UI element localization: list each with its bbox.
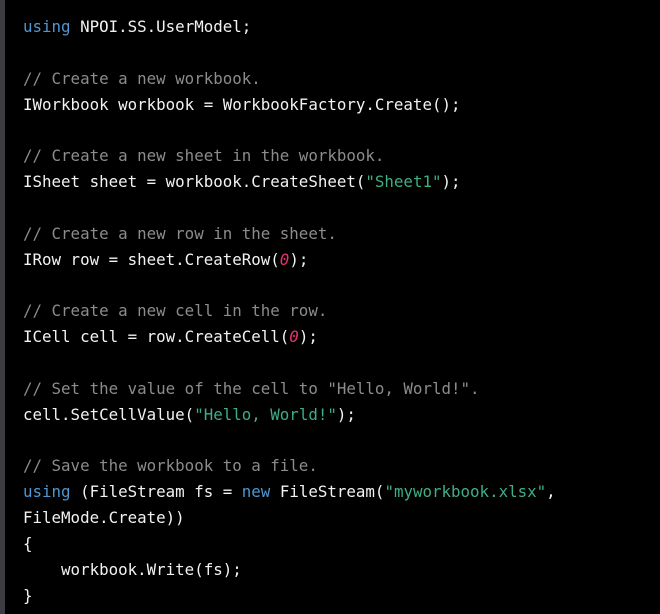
- code-text: (FileStream fs =: [70, 482, 242, 502]
- code-line: // Create a new cell in the row.: [23, 298, 556, 324]
- code-line: IRow row = sheet.CreateRow(0);: [23, 247, 556, 273]
- code-text: IRow row = sheet.CreateRow(: [23, 249, 280, 269]
- comment-token: // Create a new row in the sheet.: [23, 223, 337, 243]
- left-border: [0, 0, 5, 614]
- number-literal: 0: [289, 327, 299, 347]
- blank-line: [23, 195, 556, 221]
- blank-line: [23, 272, 556, 298]
- code-line: workbook.Write(fs);: [23, 557, 556, 583]
- code-text: {: [23, 533, 33, 553]
- comment-token: // Create a new workbook.: [23, 68, 261, 88]
- code-text: );: [289, 249, 309, 269]
- blank-line: [23, 117, 556, 143]
- code-line: }: [23, 583, 556, 609]
- string-literal: "Hello, World!": [194, 404, 337, 424]
- code-line: // Create a new row in the sheet.: [23, 221, 556, 247]
- keyword-token: new: [241, 482, 271, 502]
- code-text: workbook.Write(fs);: [23, 559, 242, 579]
- code-line: ICell cell = row.CreateCell(0);: [23, 324, 556, 350]
- code-text: ,: [546, 482, 556, 502]
- code-line: // Set the value of the cell to "Hello, …: [23, 376, 556, 402]
- code-text: );: [336, 404, 356, 424]
- code-text: }: [23, 585, 33, 605]
- code-line: ISheet sheet = workbook.CreateSheet("She…: [23, 169, 556, 195]
- string-literal: "myworkbook.xlsx": [384, 482, 547, 502]
- comment-token: // Save the workbook to a file.: [23, 456, 318, 476]
- code-line: using (FileStream fs = new FileStream("m…: [23, 479, 556, 505]
- code-text: );: [441, 172, 461, 192]
- code-block: using NPOI.SS.UserModel; // Create a new…: [23, 14, 556, 608]
- blank-line: [23, 350, 556, 376]
- code-text: FileMode.Create)): [23, 508, 185, 528]
- code-line: // Save the workbook to a file.: [23, 453, 556, 479]
- number-literal: 0: [279, 249, 290, 269]
- code-line: IWorkbook workbook = WorkbookFactory.Cre…: [23, 92, 556, 118]
- blank-line: [23, 40, 556, 66]
- code-text: FileStream(: [270, 482, 385, 502]
- code-text: NPOI.SS.UserModel;: [70, 17, 252, 36]
- code-text: ISheet sheet = workbook.CreateSheet(: [23, 172, 366, 192]
- string-literal: "Sheet1": [365, 172, 442, 192]
- code-text: IWorkbook workbook = WorkbookFactory.Cre…: [23, 94, 461, 114]
- code-text: cell.SetCellValue(: [23, 404, 195, 424]
- comment-token: // Create a new cell in the row.: [23, 301, 328, 321]
- code-line: using NPOI.SS.UserModel;: [23, 14, 556, 40]
- blank-line: [23, 428, 556, 454]
- keyword-token: using: [23, 482, 71, 502]
- code-text: ICell cell = row.CreateCell(: [23, 327, 290, 347]
- keyword-token: using: [23, 17, 71, 36]
- code-line: // Create a new workbook.: [23, 66, 556, 92]
- comment-token: // Set the value of the cell to "Hello, …: [23, 378, 480, 398]
- code-text: );: [298, 327, 318, 347]
- comment-token: // Create a new sheet in the workbook.: [23, 146, 385, 166]
- code-line: FileMode.Create)): [23, 505, 556, 531]
- code-line: cell.SetCellValue("Hello, World!");: [23, 402, 556, 428]
- code-line: // Create a new sheet in the workbook.: [23, 143, 556, 169]
- code-line: {: [23, 531, 556, 557]
